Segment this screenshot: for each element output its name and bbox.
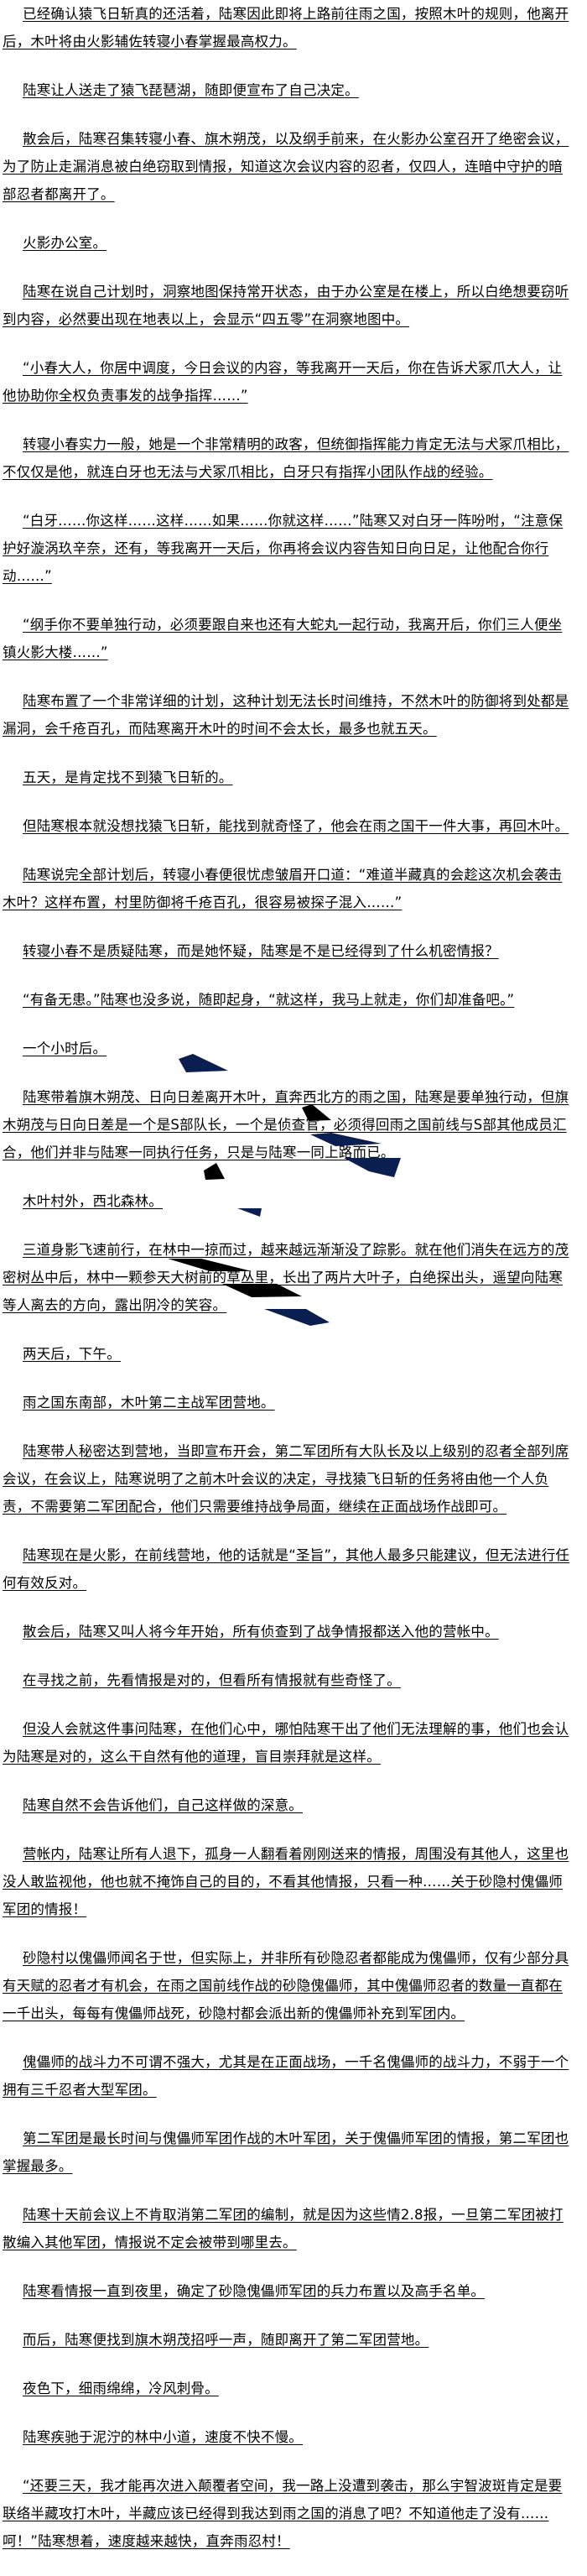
paragraph: 陆寒看情报一直到夜里，确定了砂隐傀儡师军团的兵力布置以及高手名单。 (23, 2283, 486, 2299)
paragraph: 但没人会就这件事问陆寒，在他们心中，哪怕陆寒干出了他们无法理解的事，他们也会认为… (3, 1721, 569, 1765)
paragraph: “有备无患。”陆寒也没多说，随即起身，“就这样，我马上就走，你们却准备吧。” (23, 992, 515, 1008)
paragraph: 转寝小春不是质疑陆寒，而是她怀疑，陆寒是不是已经得到了什么机密情报？ (23, 943, 499, 959)
paragraph: 陆寒让人送走了猿飞琵琶湖，随即便宣布了自己决定。 (23, 82, 359, 98)
paragraph: “纲手你不要单独行动，必须要跟自来也还有大蛇丸一起行动，我离开后，你们三人便坐镇… (3, 617, 563, 660)
paragraph: 散会后，陆寒又叫人将今年开始，所有侦查到了战争情报都送入他的营帐中。 (23, 1624, 499, 1640)
paragraph: 木叶村外，西北森林。 (23, 1193, 163, 1209)
paragraph: 陆寒自然不会告诉他们，自己这样做的深意。 (23, 1797, 303, 1813)
paragraph: “白牙……你这样……这样……如果……你就这样……”陆寒又对白牙一阵吩咐，“注意保… (3, 513, 564, 584)
paragraph: “还要三天，我才能再次进入颠覆者空间，我一路上没遭到袭击，那么宇智波斑肯定是要联… (3, 2478, 563, 2549)
paragraph: 陆寒十天前会议上不肯取消第二军团的编制，就是因为这些情2.8报，一旦第二军团被打… (3, 2207, 564, 2250)
chapter-text: 已经确认猿飞日斩真的还活着，陆寒因此即将上路前往雨之国，按照木叶的规则，他离开后… (3, 0, 576, 2576)
paragraph: 散会后，陆寒召集转寝小春、旗木朔茂，以及纲手前来，在火影办公室召开了绝密会议，为… (3, 131, 569, 202)
paragraph: 砂隐村以傀儡师闻名于世，但实际上，并非所有砂隐忍者都能成为傀儡师，仅有少部分具有… (3, 1950, 569, 2021)
paragraph: 陆寒现在是火影，在前线营地，他的话就是“圣旨”，其他人最多只能建议，但无法进行任… (3, 1547, 570, 1591)
paragraph: 一个小时后。 (23, 1040, 107, 1056)
paragraph: 第二军团是最长时间与傀儡师军团作战的木叶军团，关于傀儡师军团的情报，第二军团也掌… (3, 2130, 569, 2174)
paragraph: 雨之国东南部，木叶第二主战军团营地。 (23, 1395, 275, 1411)
paragraph: 五天，是肯定找不到猿飞日斩的。 (23, 769, 233, 785)
paragraph: 在寻找之前，先看情报是对的，但看所有情报就有些奇怪了。 (23, 1672, 401, 1688)
paragraph: 而后，陆寒便找到旗木朔茂招呼一声，随即离开了第二军团营地。 (23, 2332, 429, 2348)
paragraph: 三道身影飞速前行，在林中一掠而过，越来越远渐渐没了踪影。就在他们消失在远方的茂密… (3, 1242, 569, 1313)
paragraph: “小春大人，你居中调度，今日会议的内容，等我离开一天后，你在告诉犬冢爪大人，让他… (3, 360, 563, 404)
paragraph: 陆寒疾驰于泥泞的林中小道，速度不快不慢。 (23, 2429, 303, 2445)
paragraph: 已经确认猿飞日斩真的还活着，陆寒因此即将上路前往雨之国，按照木叶的规则，他离开后… (3, 6, 569, 50)
paragraph: 陆寒说完全部计划后，转寝小春便很忧虑皱眉开口道：“难道半藏真的会趁这次机会袭击木… (3, 867, 563, 910)
paragraph: 傀儡师的战斗力不可谓不强大，尤其是在正面战场，一千名傀儡师的战斗力，不弱于一个拥… (3, 2054, 569, 2098)
paragraph: 但陆寒根本就没想找猿飞日斩，能找到就奇怪了，他会在雨之国干一件大事，再回木叶。 (23, 818, 569, 834)
paragraph: 转寝小春实力一般，她是一个非常精明的政客，但统御指挥能力肯定无法与犬冢爪相比，不… (3, 436, 569, 480)
paragraph: 营帐内，陆寒让所有人退下，孤身一人翻看着刚刚送来的情报，周围没有其他人，这里也没… (3, 1846, 569, 1917)
paragraph: 两天后，下午。 (23, 1346, 121, 1362)
paragraph: 陆寒布置了一个非常详细的计划，这种计划无法长时间维持，不然木叶的防御将到处都是漏… (3, 693, 569, 737)
paragraph: 火影办公室。 (23, 235, 107, 251)
paragraph: 陆寒在说自己计划时，洞察地图保持常开状态，由于办公室是在楼上，所以白绝想要窃听到… (3, 284, 569, 327)
paragraph: 陆寒带人秘密达到营地，当即宣布开会，第二军团所有大队长及以上级别的忍者全部列席会… (3, 1443, 569, 1515)
paragraph: 夜色下，细雨绵绵，冷风刺骨。 (23, 2380, 219, 2396)
paragraph: 陆寒带着旗木朔茂、日向日差离开木叶，直奔西北方的雨之国，陆寒是要单独行动，但旗木… (3, 1089, 569, 1160)
